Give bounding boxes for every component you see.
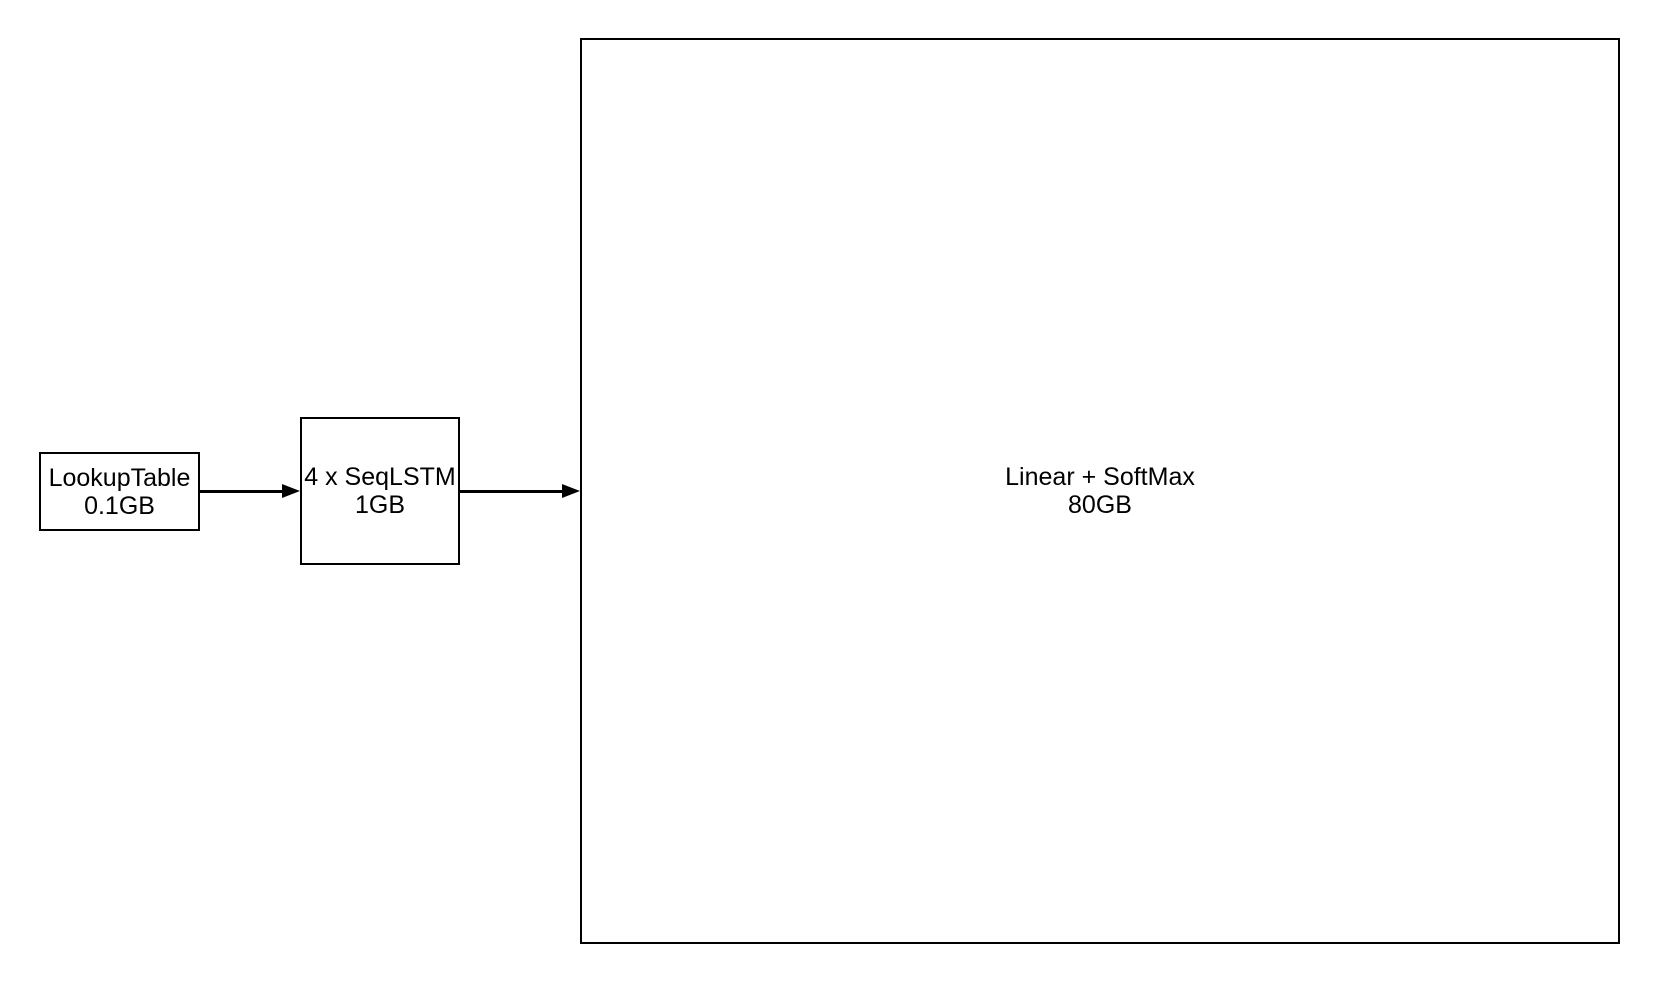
node-linear-softmax-label: Linear + SoftMax <box>1005 463 1195 491</box>
node-seq-lstm: 4 x SeqLSTM 1GB <box>300 417 460 565</box>
node-linear-softmax: Linear + SoftMax 80GB <box>580 38 1620 944</box>
node-lookup-table-size: 0.1GB <box>84 491 155 520</box>
node-seq-lstm-size: 1GB <box>354 491 406 519</box>
arrow-lstm-to-linear-head-icon <box>562 484 580 498</box>
node-seq-lstm-label: 4 x SeqLSTM <box>304 463 456 491</box>
arrow-lookup-to-lstm-head-icon <box>282 484 300 498</box>
node-lookup-table: LookupTable 0.1GB <box>39 452 200 531</box>
node-lookup-table-label: LookupTable <box>48 463 191 492</box>
arrow-lookup-to-lstm-line <box>200 490 284 493</box>
node-linear-softmax-size: 80GB <box>1068 491 1132 519</box>
arrow-lstm-to-linear-line <box>460 490 564 493</box>
